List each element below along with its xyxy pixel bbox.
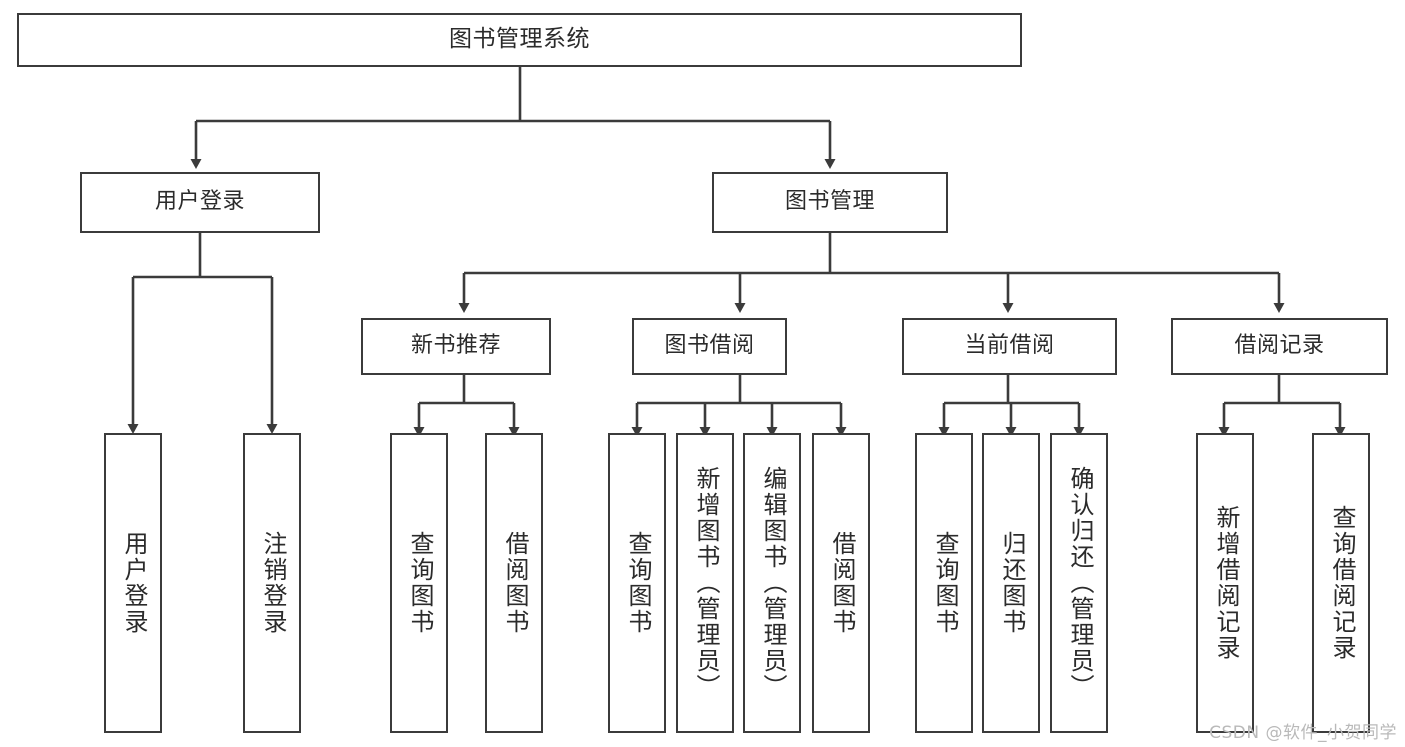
leaf-user-login-signin[interactable]: 用户登录	[104, 433, 162, 733]
node-book-borrow[interactable]: 图书借阅	[632, 318, 787, 375]
leaf-current-return-book-label: 归还图书	[997, 531, 1026, 635]
node-root[interactable]: 图书管理系统	[17, 13, 1022, 67]
node-borrow-record-label: 借阅记录	[1234, 333, 1325, 359]
leaf-borrow-add-book[interactable]: 新增图书（管理员）	[676, 433, 734, 733]
leaf-user-login-signout-label: 注销登录	[258, 531, 287, 635]
leaf-user-login-signout[interactable]: 注销登录	[243, 433, 301, 733]
leaf-borrow-query-book[interactable]: 查询图书	[608, 433, 666, 733]
node-book-management[interactable]: 图书管理	[712, 172, 948, 233]
leaf-current-confirm-return-label: 确认归还（管理员）	[1065, 466, 1094, 700]
node-new-book-recommend[interactable]: 新书推荐	[361, 318, 551, 375]
node-book-borrow-label: 图书借阅	[664, 333, 755, 359]
leaf-current-query-book[interactable]: 查询图书	[915, 433, 973, 733]
leaf-record-query[interactable]: 查询借阅记录	[1312, 433, 1370, 733]
node-new-book-recommend-label: 新书推荐	[410, 333, 501, 359]
csdn-watermark: CSDN @软件_小贺同学	[1209, 723, 1397, 743]
leaf-current-query-book-label: 查询图书	[930, 531, 959, 635]
node-book-management-label: 图书管理	[784, 189, 875, 215]
leaf-record-query-label: 查询借阅记录	[1327, 505, 1356, 661]
leaf-record-add[interactable]: 新增借阅记录	[1196, 433, 1254, 733]
leaf-new-book-borrow-label: 借阅图书	[500, 531, 529, 635]
leaf-borrow-query-book-label: 查询图书	[623, 531, 652, 635]
leaf-current-return-book[interactable]: 归还图书	[982, 433, 1040, 733]
leaf-borrow-borrow-book[interactable]: 借阅图书	[812, 433, 870, 733]
leaf-borrow-edit-book-label: 编辑图书（管理员）	[758, 466, 787, 700]
node-current-borrow[interactable]: 当前借阅	[902, 318, 1117, 375]
leaf-borrow-borrow-book-label: 借阅图书	[827, 531, 856, 635]
leaf-user-login-signin-label: 用户登录	[119, 531, 148, 635]
leaf-borrow-edit-book[interactable]: 编辑图书（管理员）	[743, 433, 801, 733]
leaf-record-add-label: 新增借阅记录	[1211, 505, 1240, 661]
leaf-new-book-borrow[interactable]: 借阅图书	[485, 433, 543, 733]
node-current-borrow-label: 当前借阅	[964, 333, 1055, 359]
leaf-current-confirm-return[interactable]: 确认归还（管理员）	[1050, 433, 1108, 733]
leaf-borrow-add-book-label: 新增图书（管理员）	[691, 466, 720, 700]
leaf-new-book-query[interactable]: 查询图书	[390, 433, 448, 733]
node-borrow-record[interactable]: 借阅记录	[1171, 318, 1388, 375]
node-user-login[interactable]: 用户登录	[80, 172, 320, 233]
node-user-login-label: 用户登录	[154, 189, 245, 215]
leaf-new-book-query-label: 查询图书	[405, 531, 434, 635]
node-root-label: 图书管理系统	[449, 26, 590, 53]
